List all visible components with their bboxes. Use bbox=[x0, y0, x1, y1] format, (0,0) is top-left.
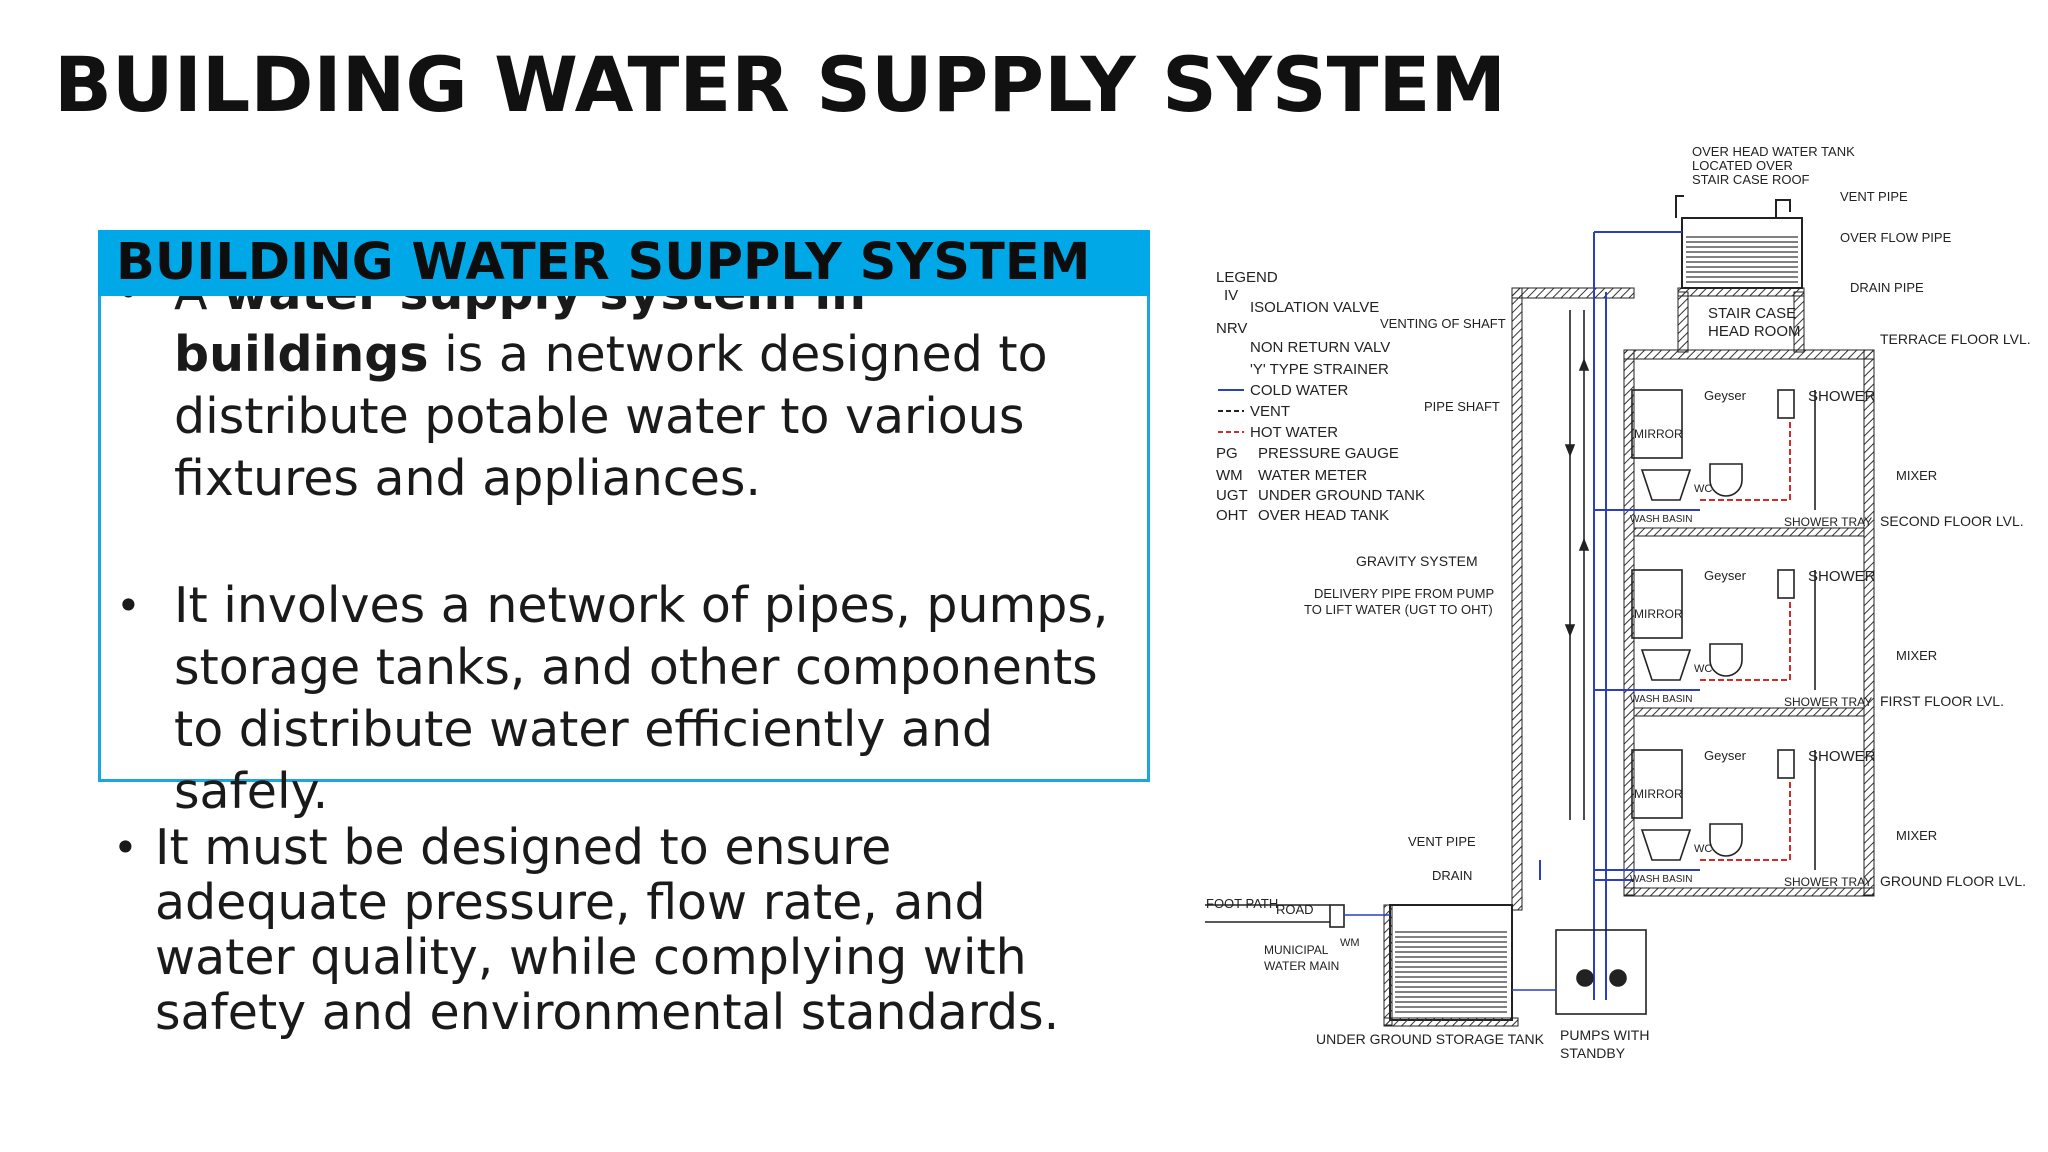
box-title: BUILDING WATER SUPPLY SYSTEM bbox=[116, 233, 1091, 292]
bullet-3: • It must be designed to ensure adequate… bbox=[113, 819, 1135, 1041]
svg-text:WM: WM bbox=[1216, 467, 1243, 484]
svg-text:MIRROR: MIRROR bbox=[1634, 427, 1683, 441]
svg-text:PUMPS WITH: PUMPS WITH bbox=[1560, 1027, 1649, 1043]
svg-text:SHOWER TRAY: SHOWER TRAY bbox=[1784, 695, 1872, 709]
underground-tank bbox=[1383, 904, 1519, 1027]
svg-text:DELIVERY PIPE FROM PUMP: DELIVERY PIPE FROM PUMP bbox=[1314, 586, 1494, 601]
svg-text:STAIR CASE: STAIR CASE bbox=[1708, 305, 1796, 322]
svg-text:SHOWER: SHOWER bbox=[1808, 568, 1876, 585]
box-header: BUILDING WATER SUPPLY SYSTEM bbox=[98, 230, 1150, 296]
svg-text:WATER METER: WATER METER bbox=[1258, 467, 1367, 484]
bullet-dot: • bbox=[113, 823, 138, 872]
building-structure bbox=[1511, 287, 1875, 911]
svg-text:WASH BASIN: WASH BASIN bbox=[1630, 694, 1692, 705]
svg-text:GROUND FLOOR LVL.: GROUND FLOOR LVL. bbox=[1880, 873, 2026, 889]
svg-text:DRAIN PIPE: DRAIN PIPE bbox=[1850, 280, 1924, 295]
svg-text:IV: IV bbox=[1224, 287, 1238, 304]
svg-text:PG: PG bbox=[1216, 445, 1238, 462]
svg-text:ROAD: ROAD bbox=[1276, 902, 1314, 917]
svg-text:UNDER GROUND STORAGE TANK: UNDER GROUND STORAGE TANK bbox=[1316, 1031, 1545, 1047]
svg-text:WASH BASIN: WASH BASIN bbox=[1630, 874, 1692, 885]
svg-text:MIXER: MIXER bbox=[1896, 648, 1937, 663]
fixtures-ground-floor bbox=[1631, 749, 1816, 870]
svg-text:OVER FLOW PIPE: OVER FLOW PIPE bbox=[1840, 230, 1952, 245]
svg-text:SHOWER TRAY: SHOWER TRAY bbox=[1784, 515, 1872, 529]
svg-text:WM: WM bbox=[1340, 937, 1360, 949]
svg-text:SHOWER: SHOWER bbox=[1808, 748, 1876, 765]
bullet-1: • A water supply system in buildings is … bbox=[116, 262, 1134, 510]
svg-text:SHOWER TRAY: SHOWER TRAY bbox=[1784, 875, 1872, 889]
svg-text:NON RETURN VALV: NON RETURN VALV bbox=[1250, 339, 1390, 356]
svg-text:FOOT PATH: FOOT PATH bbox=[1206, 896, 1278, 911]
legend: LEGEND IV ISOLATION VALVE NRV NON RETURN… bbox=[1216, 269, 1425, 524]
svg-text:'Y' TYPE STRAINER: 'Y' TYPE STRAINER bbox=[1250, 361, 1389, 378]
svg-text:TO LIFT WATER (UGT TO OHT): TO LIFT WATER (UGT TO OHT) bbox=[1304, 602, 1493, 617]
svg-text:SHOWER: SHOWER bbox=[1808, 388, 1876, 405]
bullet-1-post: is a network designed to distribute pota… bbox=[174, 326, 1048, 507]
bullet-dot: • bbox=[116, 581, 141, 630]
svg-text:SECOND FLOOR LVL.: SECOND FLOOR LVL. bbox=[1880, 513, 2024, 529]
svg-text:UNDER GROUND TANK: UNDER GROUND TANK bbox=[1258, 487, 1425, 504]
svg-text:GRAVITY SYSTEM: GRAVITY SYSTEM bbox=[1356, 553, 1478, 569]
svg-text:UGT: UGT bbox=[1216, 487, 1248, 504]
svg-text:STANDBY: STANDBY bbox=[1560, 1045, 1626, 1061]
svg-text:OVER HEAD WATER TANK: OVER HEAD WATER TANK bbox=[1692, 144, 1855, 159]
slide-title: BUILDING WATER SUPPLY SYSTEM bbox=[54, 40, 1507, 129]
svg-text:MIXER: MIXER bbox=[1896, 828, 1937, 843]
svg-text:VENTING OF SHAFT: VENTING OF SHAFT bbox=[1380, 316, 1506, 331]
svg-text:PRESSURE GAUGE: PRESSURE GAUGE bbox=[1258, 445, 1399, 462]
svg-text:VENT PIPE: VENT PIPE bbox=[1840, 189, 1908, 204]
svg-text:LEGEND: LEGEND bbox=[1216, 269, 1278, 286]
svg-text:VENT: VENT bbox=[1250, 403, 1290, 420]
diagram-labels: OVER HEAD WATER TANK LOCATED OVER STAIR … bbox=[1206, 144, 2031, 1061]
svg-text:PIPE SHAFT: PIPE SHAFT bbox=[1424, 399, 1500, 414]
svg-text:TERRACE FLOOR LVL.: TERRACE FLOOR LVL. bbox=[1880, 331, 2031, 347]
svg-text:WC: WC bbox=[1694, 483, 1712, 495]
hot-water-pipes bbox=[1700, 420, 1791, 861]
cold-water-pipes bbox=[1539, 231, 1700, 1000]
svg-text:WC: WC bbox=[1694, 663, 1712, 675]
municipal-main bbox=[1205, 904, 1390, 928]
svg-text:OHT: OHT bbox=[1216, 507, 1248, 524]
svg-text:MIRROR: MIRROR bbox=[1634, 787, 1683, 801]
svg-text:OVER HEAD TANK: OVER HEAD TANK bbox=[1258, 507, 1389, 524]
svg-text:FIRST FLOOR LVL.: FIRST FLOOR LVL. bbox=[1880, 693, 2004, 709]
pumps bbox=[1512, 929, 1647, 1015]
svg-text:HOT WATER: HOT WATER bbox=[1250, 424, 1338, 441]
svg-text:LOCATED OVER: LOCATED OVER bbox=[1692, 158, 1793, 173]
svg-text:DRAIN: DRAIN bbox=[1432, 868, 1472, 883]
svg-text:Geyser: Geyser bbox=[1704, 568, 1747, 583]
svg-text:MUNICIPAL: MUNICIPAL bbox=[1264, 943, 1329, 957]
svg-text:Geyser: Geyser bbox=[1704, 748, 1747, 763]
svg-text:ISOLATION VALVE: ISOLATION VALVE bbox=[1250, 299, 1379, 316]
bullet-3-text: It must be designed to ensure adequate p… bbox=[155, 819, 1060, 1041]
svg-text:WATER MAIN: WATER MAIN bbox=[1264, 959, 1339, 973]
svg-text:WASH BASIN: WASH BASIN bbox=[1630, 514, 1692, 525]
svg-text:HEAD ROOM: HEAD ROOM bbox=[1708, 323, 1801, 340]
fixtures-second-floor bbox=[1631, 389, 1816, 510]
svg-text:COLD WATER: COLD WATER bbox=[1250, 382, 1349, 399]
svg-text:MIXER: MIXER bbox=[1896, 468, 1937, 483]
overhead-tank bbox=[1675, 195, 1803, 289]
water-supply-diagram: LEGEND IV ISOLATION VALVE NRV NON RETURN… bbox=[1205, 144, 2031, 1061]
svg-text:STAIR CASE ROOF: STAIR CASE ROOF bbox=[1692, 172, 1810, 187]
svg-text:VENT PIPE: VENT PIPE bbox=[1408, 834, 1476, 849]
fixtures-first-floor bbox=[1631, 569, 1816, 690]
bullet-2-text: It involves a network of pipes, pumps, s… bbox=[174, 577, 1109, 820]
svg-text:MIRROR: MIRROR bbox=[1634, 607, 1683, 621]
svg-text:NRV: NRV bbox=[1216, 320, 1247, 337]
bullet-2: • It involves a network of pipes, pumps,… bbox=[116, 575, 1134, 823]
svg-text:WC: WC bbox=[1694, 843, 1712, 855]
svg-text:Geyser: Geyser bbox=[1704, 388, 1747, 403]
delivery-pipe bbox=[1564, 310, 1590, 820]
